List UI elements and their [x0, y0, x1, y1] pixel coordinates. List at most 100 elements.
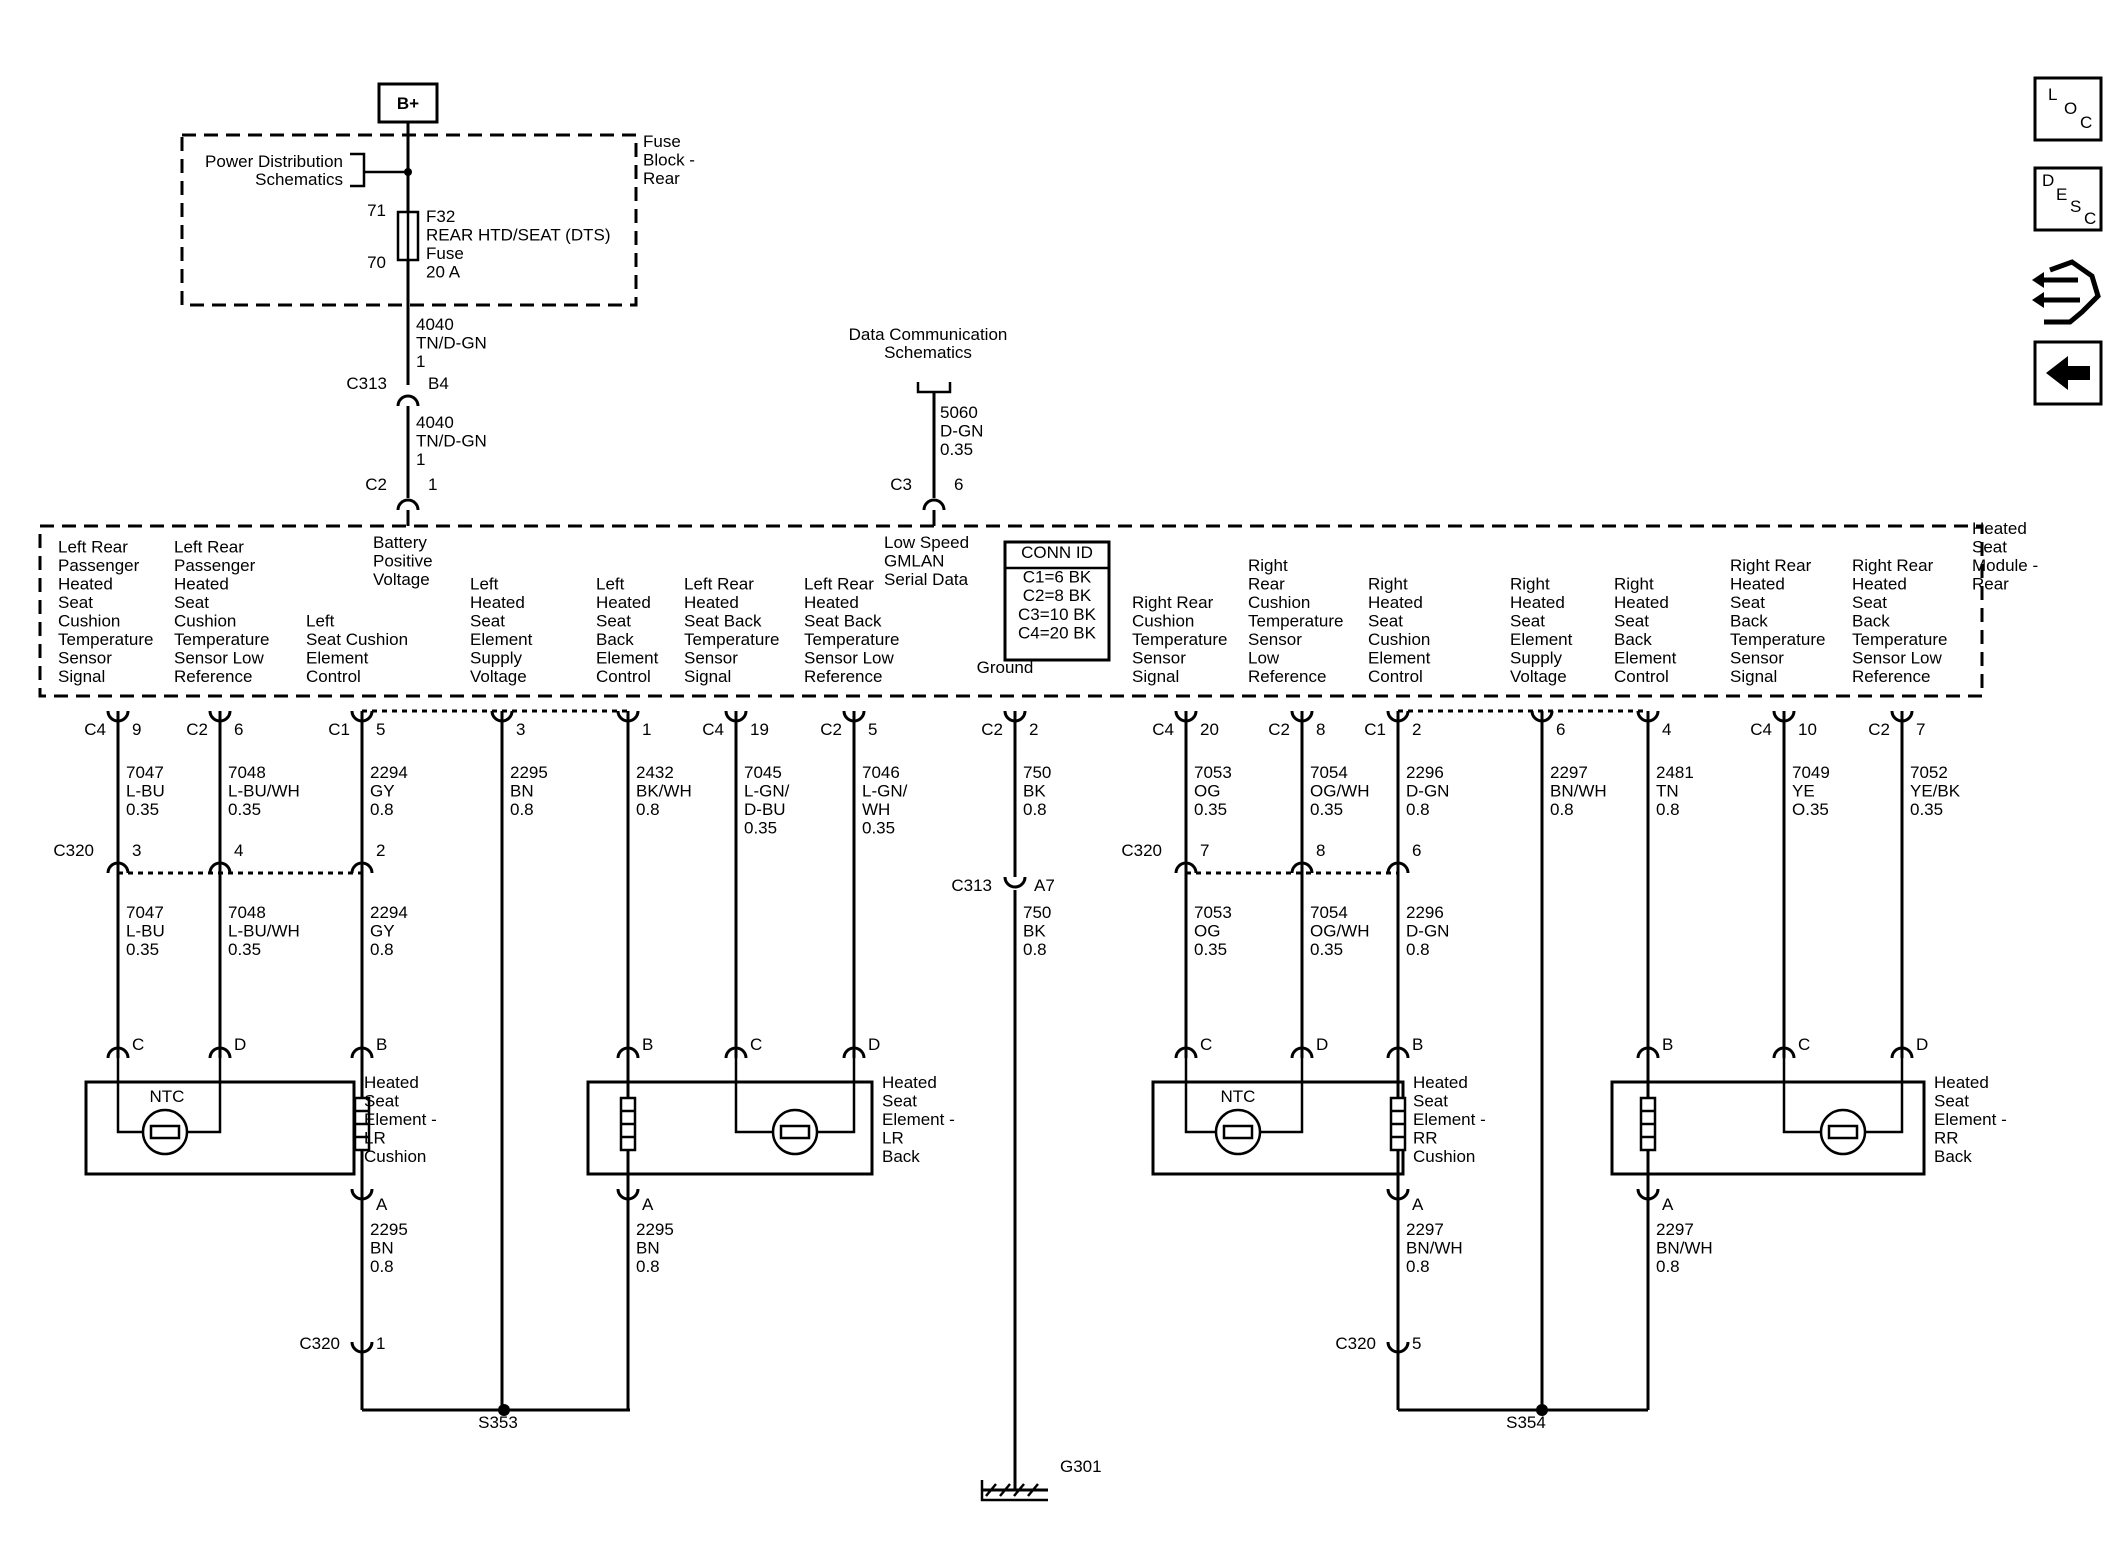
- desc-button[interactable]: D E S C: [2033, 166, 2103, 232]
- circuit-8-label-line-3: Sensor: [1132, 649, 1186, 668]
- seat-element-0-name-line-1: Seat: [364, 1092, 399, 1111]
- circuit-5-wire-line-2: D-BU: [744, 800, 786, 819]
- circuit-7-wire-line-2: 0.8: [1023, 800, 1047, 819]
- circuit-2-label-line-0: Left: [306, 612, 335, 631]
- c2-pin: 1: [428, 475, 437, 494]
- fuse-f32-text-line-3: 20 A: [426, 263, 461, 282]
- circuit-9-label-line-6: Reference: [1248, 667, 1326, 686]
- seat-element-2-name-line-4: Cushion: [1413, 1147, 1475, 1166]
- seat-element-0-name-line-3: LR: [364, 1129, 386, 1148]
- circuit-11-wire-line-1: BN/WH: [1550, 782, 1607, 801]
- circuit-13-wire-line-1: YE: [1792, 782, 1815, 801]
- wire-4040-upper-line-2: 1: [416, 352, 425, 371]
- circuit-4-wire-line-2: 0.8: [636, 800, 660, 819]
- circuit-11-label-line-0: Right: [1510, 575, 1550, 594]
- circuit-0-label-line-4: Cushion: [58, 612, 120, 631]
- circuit-0-label-line-5: Temperature: [58, 630, 153, 649]
- circuit-5-wire-line-0: 7045: [744, 763, 782, 782]
- gmlan-label-line-0: Low Speed: [884, 533, 969, 552]
- circuit-0-label-line-3: Seat: [58, 593, 93, 612]
- circuit-10-wire-line-1: D-GN: [1406, 782, 1449, 801]
- circuit-6-wire-line-3: 0.35: [862, 819, 895, 838]
- circuit-0-wire-line-1: L-BU: [126, 782, 165, 801]
- circuit-2-pin: 5: [376, 720, 385, 739]
- c320-pin5-pin: 5: [1412, 1334, 1421, 1353]
- circuit-12-label-line-2: Seat: [1614, 612, 1649, 631]
- c320-left-label: C320: [53, 841, 94, 860]
- circuit-1-label-line-7: Reference: [174, 667, 252, 686]
- circuit-0-label-line-6: Sensor: [58, 649, 112, 668]
- seat-element-1-bottom-wire-line-2: 0.8: [636, 1257, 660, 1276]
- seat-element-1-pin-1: C: [750, 1035, 762, 1054]
- circuit-3-label-line-5: Voltage: [470, 667, 527, 686]
- seat-element-2-pin-2: B: [1412, 1035, 1423, 1054]
- circuit-10-wire-line-2: 0.8: [1406, 800, 1430, 819]
- loc-button[interactable]: L O C: [2033, 76, 2103, 142]
- gmlan-label-line-1: GMLAN: [884, 552, 944, 571]
- circuit-12-wire-line-0: 2481: [1656, 763, 1694, 782]
- seat-element-0-bottom-pin: A: [376, 1195, 388, 1214]
- circuit-5-label-line-0: Left Rear: [684, 575, 754, 594]
- seat-element-2-pin-0: C: [1200, 1035, 1212, 1054]
- circuit-10-wire-line-0: 2296: [1406, 763, 1444, 782]
- c320-pin1-label: C320: [299, 1334, 340, 1353]
- circuit-11-label-line-4: Supply: [1510, 649, 1562, 668]
- desc-s-letter: S: [2070, 197, 2081, 216]
- circuit-12-wire-line-2: 0.8: [1656, 800, 1680, 819]
- c320-right-wire-1-line-1: OG/WH: [1310, 922, 1370, 941]
- c320-right-pin-2: 6: [1412, 841, 1421, 860]
- circuit-1-label-line-5: Temperature: [174, 630, 269, 649]
- circuit-3-wire-line-2: 0.8: [510, 800, 534, 819]
- circuit-8-wire-line-2: 0.35: [1194, 800, 1227, 819]
- battery-supply-label: B+: [397, 94, 419, 113]
- wire-harness-icon[interactable]: [2032, 259, 2101, 325]
- circuit-13-label-line-2: Seat: [1730, 593, 1765, 612]
- circuit-0-wire-line-0: 7047: [126, 763, 164, 782]
- seat-element-3-name-line-4: Back: [1934, 1147, 1972, 1166]
- c320-left-wire-2-line-2: 0.8: [370, 940, 394, 959]
- c320-right-pin-0-connector: [1174, 861, 1198, 874]
- circuit-12-pin: 4: [1662, 720, 1671, 739]
- circuit-7-wire-line-1: BK: [1023, 782, 1046, 801]
- data-communication-ref-line-0: Data Communication: [849, 325, 1008, 344]
- c313-ground-wire-line-0: 750: [1023, 903, 1051, 922]
- circuit-1-label-line-0: Left Rear: [174, 538, 244, 557]
- circuit-9-wire-line-2: 0.35: [1310, 800, 1343, 819]
- c320-left-wire-0-line-2: 0.35: [126, 940, 159, 959]
- fuse-f32-text-line-0: F32: [426, 207, 455, 226]
- c2-pin1-connector: [396, 498, 420, 511]
- gmlan-label-line-2: Serial Data: [884, 570, 969, 589]
- circuit-11-label-line-1: Heated: [1510, 593, 1565, 612]
- wire-5060-line-0: 5060: [940, 403, 978, 422]
- c320-right-wire-2-line-2: 0.8: [1406, 940, 1430, 959]
- desc-d-letter: D: [2042, 171, 2054, 190]
- c320-left-pin-0: 3: [132, 841, 141, 860]
- loc-o-letter: O: [2064, 99, 2077, 118]
- circuit-13-label-line-5: Sensor: [1730, 649, 1784, 668]
- seat-element-0-name-line-4: Cushion: [364, 1147, 426, 1166]
- c320-left-wire-1-line-0: 7048: [228, 903, 266, 922]
- circuit-1-label-line-2: Heated: [174, 575, 229, 594]
- seat-element-3-pin-0: B: [1662, 1035, 1673, 1054]
- circuit-1-label-line-4: Cushion: [174, 612, 236, 631]
- splice-s354-label: S354: [1506, 1413, 1546, 1432]
- circuit-3-label-line-0: Left: [470, 575, 499, 594]
- circuit-4-label-line-5: Control: [596, 667, 651, 686]
- circuit-5-wire-line-3: 0.35: [744, 819, 777, 838]
- circuit-5-wire-line-1: L-GN/: [744, 782, 790, 801]
- circuit-10-label-line-5: Control: [1368, 667, 1423, 686]
- circuit-2-label-line-2: Element: [306, 649, 369, 668]
- back-arrow-icon[interactable]: [2033, 340, 2103, 406]
- power-distribution-ref-line-1: Schematics: [255, 170, 343, 189]
- seat-element-0-name-line-2: Element -: [364, 1110, 437, 1129]
- circuit-14-connector-id: C2: [1868, 720, 1890, 739]
- fuse-pin-top: 71: [367, 201, 386, 220]
- circuit-3-label-line-1: Heated: [470, 593, 525, 612]
- circuit-0-label-line-7: Signal: [58, 667, 105, 686]
- c320-left-wire-0-line-1: L-BU: [126, 922, 165, 941]
- heated-seat-module-box: [38, 524, 1984, 698]
- seat-element-2-name-line-3: RR: [1413, 1129, 1438, 1148]
- circuit-13-label-line-4: Temperature: [1730, 630, 1825, 649]
- seat-element-3-name-line-0: Heated: [1934, 1073, 1989, 1092]
